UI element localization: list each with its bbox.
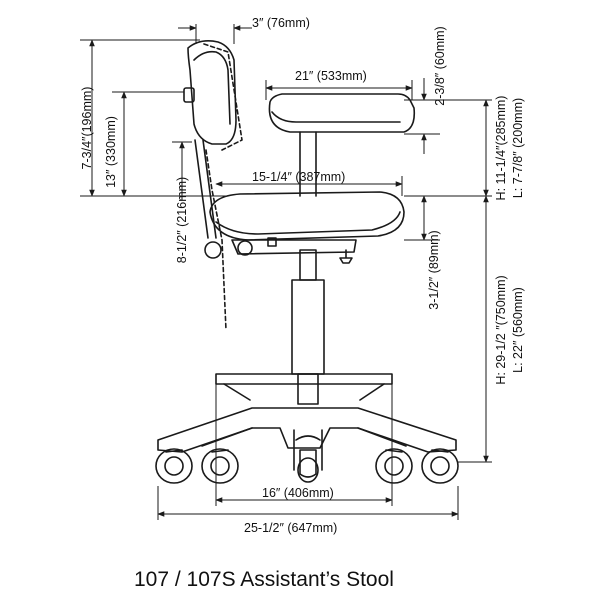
dimension-lines xyxy=(80,24,492,520)
dim-backrest-height-upper: 13″ (330mm) xyxy=(104,116,118,188)
dim-seat-tilt: 3-1/2″ (89mm) xyxy=(427,230,441,309)
dim-backrest-adjust: 8-1/2″ (216mm) xyxy=(175,177,189,263)
dim-armrest-thickness: 2-3/8″ (60mm) xyxy=(433,26,447,105)
casters xyxy=(155,448,459,484)
gas-column xyxy=(291,249,325,405)
product-title: 107 / 107S Assistant’s Stool xyxy=(134,568,394,591)
dim-footring-width: 16″ (406mm) xyxy=(262,486,334,500)
base xyxy=(157,407,457,471)
stool-drawing xyxy=(155,40,459,484)
dimension-labels: 3″ (76mm) 7-3/4″(196mm) 13″ (330mm) 8-1/… xyxy=(80,16,525,535)
dim-armrest-height-high: H: 11-1/4″(285mm) xyxy=(494,96,508,201)
dim-seat-height-high: H: 29-1/2 ″(750mm) xyxy=(494,275,508,384)
dim-backrest-height-total: 7-3/4″(196mm) xyxy=(80,87,94,170)
dim-armrest-width: 21″ (533mm) xyxy=(295,69,367,83)
seat xyxy=(204,191,405,264)
dim-backrest-depth: 3″ (76mm) xyxy=(252,16,310,30)
foot-ring xyxy=(215,373,393,401)
backrest xyxy=(183,40,243,331)
dim-seat-depth: 15-1/4″ (387mm) xyxy=(252,170,345,184)
dim-armrest-height-low: L: 7-7/8″ (200mm) xyxy=(511,98,525,198)
dim-base-width: 25-1/2″ (647mm) xyxy=(244,521,337,535)
dim-seat-height-low: L: 22″ (560mm) xyxy=(511,287,525,373)
